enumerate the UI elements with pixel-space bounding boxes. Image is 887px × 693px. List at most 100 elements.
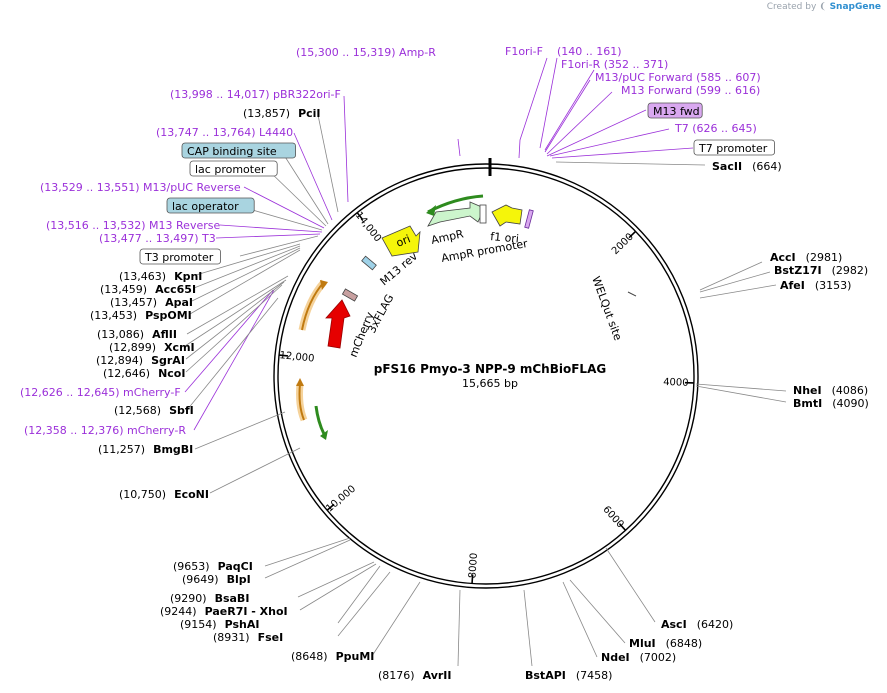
t3-promoter-box-label: T3 promoter	[139, 248, 221, 265]
feature-orange-arc-1-head	[320, 280, 328, 290]
bstapi-site-label: BstAPI (7458)	[525, 669, 612, 682]
xcmi-position: (12,899)	[109, 341, 156, 354]
bsabi-site-label: (9290) BsaBI	[170, 592, 249, 605]
paqci-site-label: (9653) PaqCI	[173, 560, 253, 573]
fsei-site-label: (8931)FseI	[213, 631, 283, 644]
feature-m13-mark	[524, 209, 534, 229]
asci-enzyme: AscI	[661, 618, 687, 631]
plasmid-name: pFS16 Pmyo-3 NPP-9 mChBioFLAG	[374, 362, 606, 376]
blpi-site-label: (9649)BlpI	[182, 573, 251, 586]
plasmid-length: 15,665 bp	[462, 377, 518, 390]
aflii-site-label: (13,086) AflII	[97, 328, 177, 341]
econi-position: (10,750)	[119, 488, 166, 501]
ndei-position: (7002)	[640, 651, 677, 664]
t3-promoter-box-box	[139, 248, 221, 265]
credit-prefix: Created by	[766, 2, 817, 12]
paer7i-position: (9244)	[160, 605, 197, 618]
nhei-enzyme: NheI	[793, 384, 822, 397]
bmgbi-position: (11,257)	[98, 443, 145, 456]
lac-operator-box-text: lac operator	[172, 200, 239, 213]
t7-promoter-box-text: T7 promoter	[698, 142, 768, 155]
acci-site-label: AccI(2981)	[770, 251, 842, 264]
bsabi-position: (9290)	[170, 592, 207, 605]
asci-site-label: AscI(6420)	[661, 618, 733, 631]
kpni-position: (13,463)	[119, 270, 166, 283]
sbfi-site-label: (12,568)SbfI	[114, 404, 194, 417]
ndei-site-label: NdeI (7002)	[601, 651, 676, 664]
nhei-position: (4086)	[832, 384, 869, 397]
lac-promoter-box-text: lac promoter	[195, 163, 266, 176]
m13-fwd-box-text: M13 fwd	[653, 105, 700, 118]
pspomi-enzyme: PspOMI	[145, 309, 192, 322]
aflii-enzyme: AflII	[152, 328, 177, 341]
lac-operator-box-label: lac operator	[166, 197, 255, 214]
nhei-site-label: NheI (4086)	[793, 384, 868, 397]
aflii-position: (13,086)	[97, 328, 144, 341]
econi-site-label: (10,750) EcoNI	[119, 488, 209, 501]
bstapi-enzyme: BstAPI	[525, 669, 566, 682]
feature-orange-arc-1-bg	[298, 279, 327, 331]
tick-mark	[326, 503, 335, 511]
m13-puc-rev-label: (13,529 .. 13,551) M13/pUC Reverse	[40, 181, 241, 194]
credit-brand: SnapGene	[829, 2, 881, 12]
orf-arrow-top-head	[426, 205, 436, 216]
avrii-position: (8176)	[378, 669, 415, 682]
t7-promoter-box-box	[693, 139, 775, 156]
pcii-position: (13,857)	[243, 107, 290, 120]
f1ori-f-range-label: (140 .. 161)	[557, 45, 622, 58]
ppumi-position: (8648)	[291, 650, 328, 663]
amp-r-primer-label: (15,300 .. 15,319) Amp-R	[296, 46, 436, 59]
tick-mark	[356, 212, 364, 221]
tick-mark	[471, 574, 474, 584]
paqci-enzyme: PaqCI	[218, 560, 253, 573]
bstz17i-position: (2982)	[832, 264, 869, 277]
apai-enzyme: ApaI	[165, 296, 193, 309]
bmti-enzyme: BmtI	[793, 397, 822, 410]
backbone-inner	[277, 167, 695, 585]
mlui-enzyme: MluI	[629, 637, 656, 650]
sacii-position: (664)	[752, 160, 782, 173]
paer7i-site-label: (9244) PaeR7I - XhoI	[160, 605, 288, 618]
feature-welqut-label: WELQut site	[589, 275, 624, 343]
m13-forward-label: M13 Forward (599 .. 616)	[621, 84, 760, 97]
bstapi-position: (7458)	[576, 669, 613, 682]
pspomi-position: (13,453)	[90, 309, 137, 322]
tick-label: 12,000	[279, 350, 315, 364]
feature-f1-ori	[491, 204, 523, 227]
backbone-outer	[273, 163, 699, 589]
bsabi-enzyme: BsaBI	[215, 592, 250, 605]
paqci-position: (9653)	[173, 560, 210, 573]
pcii-enzyme: PciI	[298, 107, 320, 120]
afei-position: (3153)	[815, 279, 852, 292]
feature-ampr	[427, 201, 485, 227]
feature-ampr-label: AmpR	[430, 227, 465, 247]
afei-site-label: AfeI (3153)	[780, 279, 851, 292]
tick-label: 4000	[663, 377, 689, 389]
leader-lines	[184, 57, 787, 667]
paer7i-enzyme: PaeR7I	[205, 605, 248, 618]
mcherry-r-label: (12,358 .. 12,376) mCherry-R	[24, 424, 186, 437]
feature-orange-arc-2-head	[296, 378, 304, 386]
sbfi-enzyme: SbfI	[169, 404, 194, 417]
sacii-enzyme: SacII	[712, 160, 742, 173]
feature-orange-arc-2	[298, 383, 305, 421]
feature-ori	[381, 225, 421, 257]
paer7i-extra: - XhoI	[247, 605, 287, 618]
apai-site-label: (13,457) ApaI	[110, 296, 193, 309]
t3-promoter-box-text: T3 promoter	[144, 251, 214, 264]
mlui-position: (6848)	[666, 637, 703, 650]
apai-position: (13,457)	[110, 296, 157, 309]
bmti-site-label: BmtI(4090)	[793, 397, 869, 410]
pbr322ori-f-label: (13,998 .. 14,017) pBR322ori-F	[170, 88, 341, 101]
t7-primer-label: T7 (626 .. 645)	[674, 122, 757, 135]
feature-ampr-promoter	[479, 204, 487, 224]
econi-enzyme: EcoNI	[174, 488, 209, 501]
ncoi-enzyme: NcoI	[158, 367, 185, 380]
ndei-enzyme: NdeI	[601, 651, 630, 664]
m13-puc-fwd-label: M13/pUC Forward (585 .. 607)	[595, 71, 761, 84]
lac-promoter-box-box	[189, 160, 278, 177]
afei-enzyme: AfeI	[780, 279, 805, 292]
